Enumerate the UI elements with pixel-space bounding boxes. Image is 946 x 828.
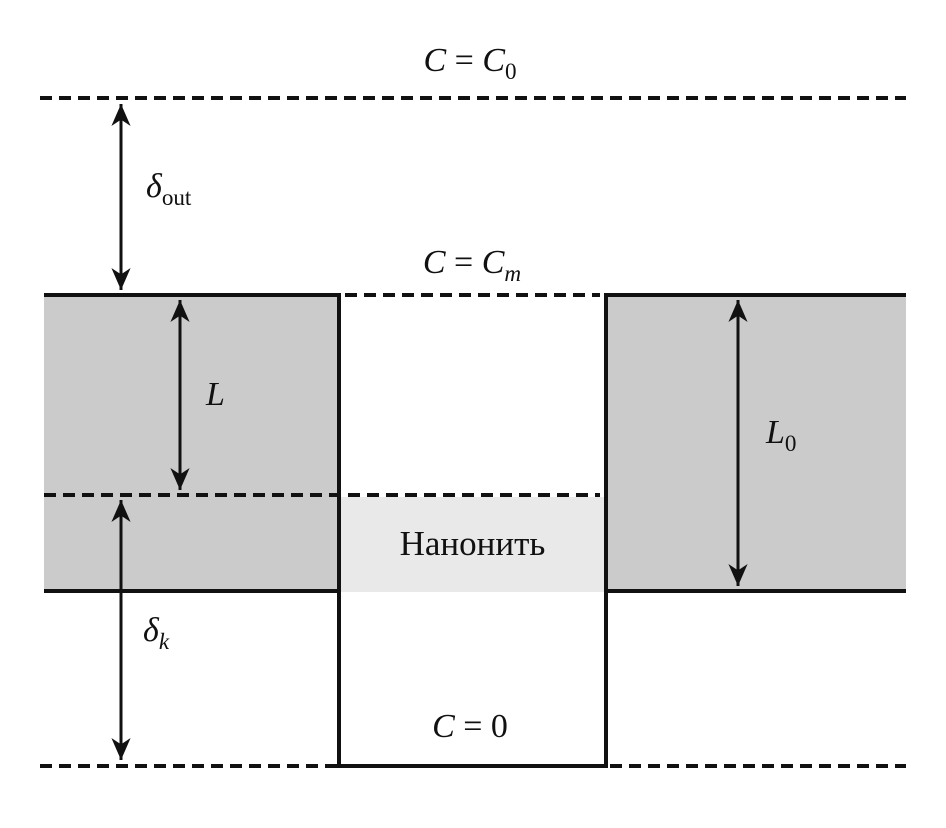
right-crystal-block [604, 293, 906, 593]
c-zero-label: C = 0 [432, 708, 508, 745]
nanowire-region: Нанонить [341, 497, 604, 592]
delta-k-label: δk [143, 612, 170, 655]
cm-dashed-line [345, 293, 600, 297]
delta-out-label: δout [146, 168, 192, 211]
nanowire-label: Нанонить [399, 524, 546, 564]
mid-dashed-line [44, 493, 600, 497]
length0-label: L0 [766, 414, 797, 457]
top-concentration-dashed-line [40, 96, 906, 100]
trench-bottom-line [337, 764, 608, 768]
left-crystal-block [44, 293, 341, 593]
length-label: L [206, 376, 225, 413]
trench-right-wall [604, 293, 608, 768]
trench-left-wall [337, 293, 341, 768]
c0-label: C = C0 [423, 42, 517, 85]
cm-label: C = Cm [422, 244, 522, 287]
